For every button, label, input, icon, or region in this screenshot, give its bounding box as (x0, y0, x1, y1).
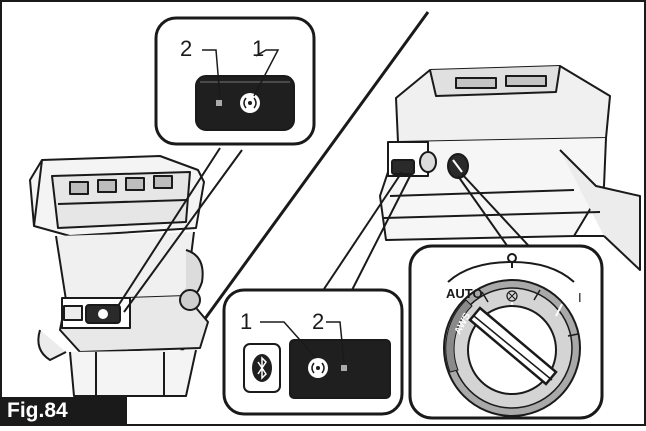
dial-callout-box: AUTO AWS O I (408, 244, 604, 420)
callout-top-label-left: 2 (180, 36, 192, 61)
leader-right-1 (321, 171, 403, 293)
off-symbol-icon (507, 253, 517, 263)
figure-label: Fig.84 (1, 397, 127, 425)
leader-left-top-2 (123, 149, 243, 313)
tool-left-illustration (29, 155, 209, 397)
callout-bottom-label-right: 2 (312, 309, 324, 334)
divider-line (173, 11, 430, 361)
callout-top-label-right: 1 (252, 36, 264, 61)
bottom-callout-box: 1 2 (222, 288, 404, 416)
dial-label-auto: AUTO (446, 286, 483, 301)
dial-label-on: I (578, 290, 582, 305)
top-callout-box: 2 1 (154, 16, 316, 146)
indicator-lamp-icon (216, 100, 222, 106)
leader-right-4 (461, 173, 541, 259)
leader-left-top (117, 147, 221, 307)
leader-right-2 (349, 175, 411, 295)
callout-bottom-label-left: 1 (240, 309, 252, 334)
indicator-lamp-icon-2 (341, 365, 347, 371)
tool-right-illustration (379, 65, 641, 271)
